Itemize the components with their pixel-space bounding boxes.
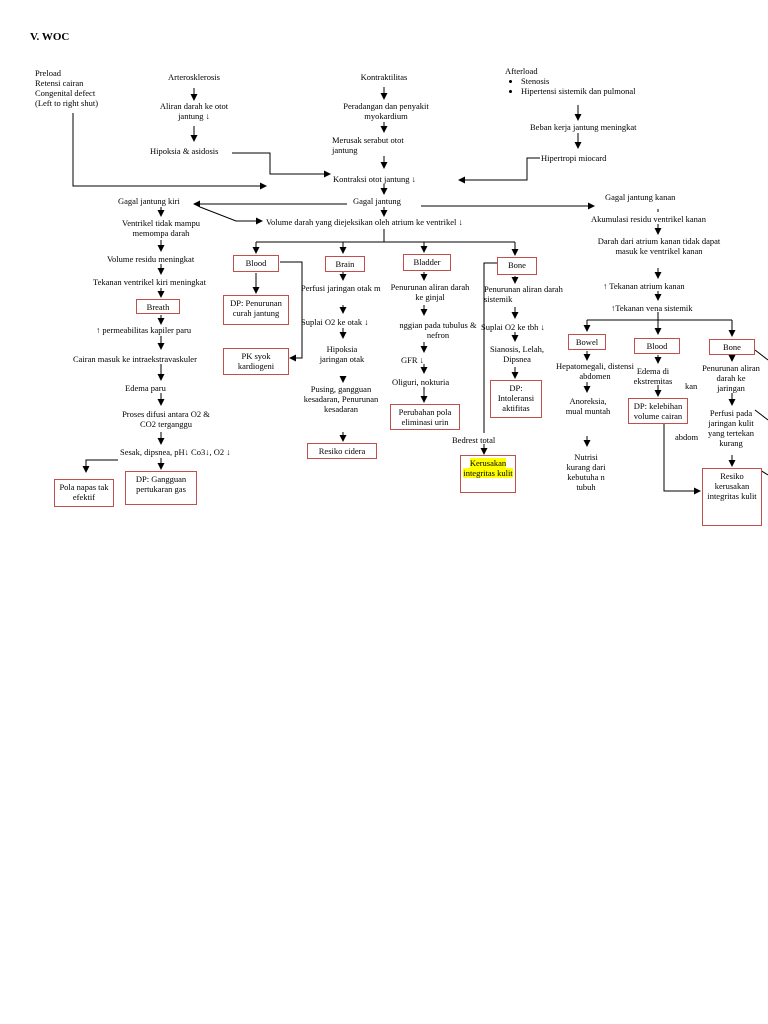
box-bone: Bone: [497, 257, 537, 275]
node-oliguri: Oliguri, nokturia: [392, 377, 450, 387]
node-akumulasi: Akumulasi residu ventrikel kanan: [591, 214, 706, 224]
node-gagal-kanan: Gagal jantung kanan: [605, 192, 676, 202]
preload-line: Preload: [35, 68, 61, 78]
afterload-title: Afterload: [505, 66, 538, 76]
node-cairan-masuk: Cairan masuk ke intraekstravaskuler: [73, 354, 197, 364]
node-gfr: GFR ↓: [401, 355, 424, 365]
arrow-hipoksia-kontraksi: [232, 152, 331, 178]
arrow-preload-gagal: [72, 113, 267, 190]
node-tubulus: nggian pada tubulus & nefron: [399, 320, 477, 340]
node-fragment-abdom: abdom: [675, 432, 699, 442]
node-hepatomegali: Hepatomegali, distensi abdomen: [556, 361, 634, 381]
node-hipoksia-otak: Hipoksia jaringan otak: [319, 344, 365, 364]
node-perfusi-kulit: Perfusi pada jaringan kulit yang terteka…: [707, 408, 755, 448]
node-volume-darah: Volume darah yang diejeksikan oleh atriu…: [266, 217, 463, 227]
node-hipoksia: Hipoksia & asidosis: [150, 146, 219, 156]
box-resiko-cidera: Resiko cidera: [307, 443, 377, 459]
node-aliran-darah: Aliran darah ke otot jantung ↓: [159, 101, 229, 121]
node-permeabilitas: ↑ permeabilitas kapiler paru: [96, 325, 192, 335]
box-bowel: Bowel: [568, 334, 606, 350]
node-fragment-kan: kan: [685, 381, 698, 391]
box-dp-intoleransi: DP: Intoleransi aktifitas: [490, 380, 542, 418]
section-heading: V. WOC: [30, 31, 70, 43]
box-dp-penurunan: DP: Penurunan curah jantung: [223, 295, 289, 325]
node-penurunan-sistemik: Penurunan aliran darah sistemik: [484, 284, 563, 304]
node-proses-difusi: Proses difusi antara O2 & CO2 terganggu: [122, 409, 210, 429]
box-dp-kelebihan: DP: kelebihan volume cairan: [628, 398, 688, 424]
box-pk-syok: PK syok kardiogeni: [223, 348, 289, 375]
box-pola-napas: Pola napas tak efektif: [54, 479, 114, 507]
node-afterload: Afterload Stenosis Hipertensi sistemik d…: [505, 66, 636, 96]
box-dp-gangguan: DP: Gangguan pertukaran gas: [125, 471, 197, 505]
node-perfusi-otak: Perfusi jaringan otak m: [301, 283, 381, 293]
box-kerusakan: Kerusakan integritas kulit: [460, 455, 516, 493]
box-resiko-kerusakan: Resiko kerusakan integritas kulit: [702, 468, 762, 526]
arrow-hipertropi-kontraksi: [458, 157, 540, 184]
node-sianosis: Sianosis, Lelah, Dipsnea: [489, 344, 545, 364]
node-gagal-jantung: Gagal jantung: [353, 196, 401, 206]
node-suplai-otak: Suplai O2 ke otak ↓: [301, 317, 369, 327]
node-tekanan-atrium: ↑ Tekanan atrium kanan: [603, 281, 685, 291]
box-breath: Breath: [136, 299, 180, 314]
node-gagal-kiri: Gagal jantung kiri: [118, 196, 180, 206]
node-edema-ekstremitas: Edema di ekstremitas: [633, 366, 673, 386]
preload-line: Congenital defect: [35, 88, 96, 98]
node-ventrikel: Ventrikel tidak mampu memompa darah: [122, 218, 200, 238]
node-arterosklerosis: Arterosklerosis: [168, 72, 220, 82]
kerusakan-highlight: Kerusakan integritas kulit: [463, 458, 513, 478]
node-sesak: Sesak, dipsnea, pH↓ Co3↓, O2 ↓: [120, 447, 231, 457]
box-perubahan-pola: Perubahan pola eliminasi urin: [390, 404, 460, 430]
node-merusak: Merusak serabut otot jantung: [332, 135, 404, 155]
node-bedrest: Bedrest total: [452, 435, 496, 445]
afterload-item: Stenosis: [521, 76, 636, 86]
box-bone-right: Bone: [709, 339, 755, 355]
node-kontraktilitas: Kontraktilitas: [360, 72, 408, 82]
node-nutrisi: Nutrisi kurang dari kebutuha n tubuh: [566, 452, 606, 492]
preload-line: Retensi cairan: [35, 78, 84, 88]
afterload-item: Hipertensi sistemik dan pulmonal: [521, 86, 636, 96]
node-hipertropi: Hipertropi miocard: [541, 153, 607, 163]
node-preload: Preload Retensi cairan Congenital defect…: [35, 68, 98, 108]
node-tekanan-ventrikel: Tekanan ventrikel kiri meningkat: [93, 277, 206, 287]
node-peradangan: Peradangan dan penyakit myokardium: [343, 101, 429, 121]
node-pusing: Pusing, gangguan kesadaran, Penurunan ke…: [303, 384, 379, 414]
node-darah-atrium: Darah dari atrium kanan tidak dapat masu…: [597, 236, 721, 256]
node-penurunan-jaringan: Penurunan aliran darah ke jaringan: [702, 363, 760, 393]
node-tekanan-vena: ↑Tekanan vena sistemik: [611, 303, 693, 313]
node-kontraksi: Kontraksi otot jantung ↓: [333, 174, 416, 184]
node-edema-paru: Edema paru: [125, 383, 166, 393]
box-blood: Blood: [233, 255, 279, 272]
box-bladder: Bladder: [403, 254, 451, 271]
box-blood-right: Blood: [634, 338, 680, 354]
node-suplai-tbh: Suplai O2 ke tbh ↓: [481, 322, 545, 332]
node-beban-kerja: Beban kerja jantung meningkat: [530, 122, 637, 132]
box-brain: Brain: [325, 256, 365, 272]
node-penurunan-ginjal: Penurunan aliran darah ke ginjal: [390, 282, 470, 302]
node-volume-residu: Volume residu meningkat: [107, 254, 195, 264]
node-anoreksia: Anoreksia, mual muntah: [565, 396, 611, 416]
preload-line: (Left to right shut): [35, 98, 99, 108]
arrow-kiri-volume: [199, 206, 263, 225]
